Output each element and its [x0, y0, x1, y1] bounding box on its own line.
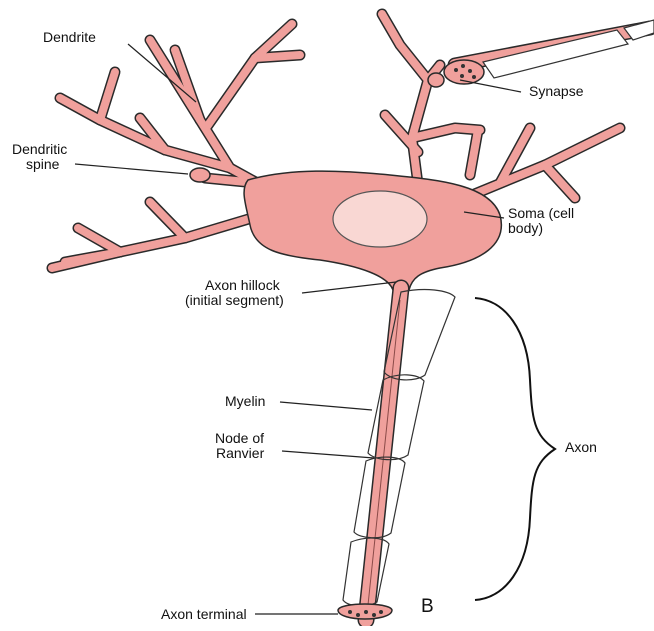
label-synapse: Synapse: [529, 84, 583, 99]
axon-brace: [475, 298, 555, 600]
label-dendrite: Dendrite: [43, 30, 96, 45]
synapse-spine: [428, 73, 444, 87]
dendritic-spine-knob: [190, 168, 210, 182]
label-soma-line1: Soma (cell: [508, 206, 574, 221]
panel-letter: B: [421, 599, 434, 614]
label-myelin: Myelin: [225, 394, 265, 409]
label-soma-line2: body): [508, 221, 543, 236]
axon-terminal-knob: [338, 604, 392, 619]
label-axon-hillock-line1: Axon hillock: [205, 278, 280, 293]
label-node-of-ranvier-line1: Node of: [215, 431, 264, 446]
presynaptic-axon: [444, 20, 654, 84]
label-dendritic-spine-line2: spine: [26, 157, 59, 172]
label-node-of-ranvier-line2: Ranvier: [216, 446, 264, 461]
label-dendritic-spine-line1: Dendritic: [12, 142, 67, 157]
label-axon-hillock-line2: (initial segment): [185, 293, 284, 308]
nucleus: [333, 191, 427, 247]
label-axon: Axon: [565, 440, 597, 455]
label-axon-terminal: Axon terminal: [161, 607, 247, 622]
